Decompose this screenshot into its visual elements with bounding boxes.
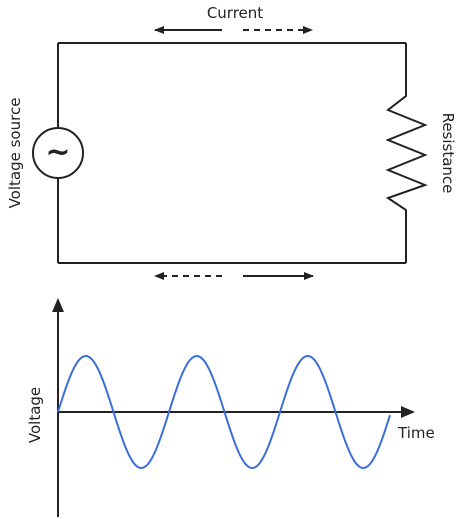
y-axis-label: Voltage [26,387,44,443]
x-axis-label: Time [397,424,435,442]
ac-symbol: ~ [45,135,70,170]
voltage-source-label: Voltage source [6,98,24,209]
arrowhead-left [154,272,164,280]
sine-wave [57,354,391,470]
circuit: ~ Current Voltage source Resistance [6,4,457,280]
resistance-label: Resistance [439,113,457,194]
waveform-graph: Voltage Time [26,298,435,517]
voltage-source-circle [32,127,84,179]
arrowhead-right [303,26,313,34]
current-label: Current [207,4,263,22]
resistor-zigzag [385,43,428,263]
